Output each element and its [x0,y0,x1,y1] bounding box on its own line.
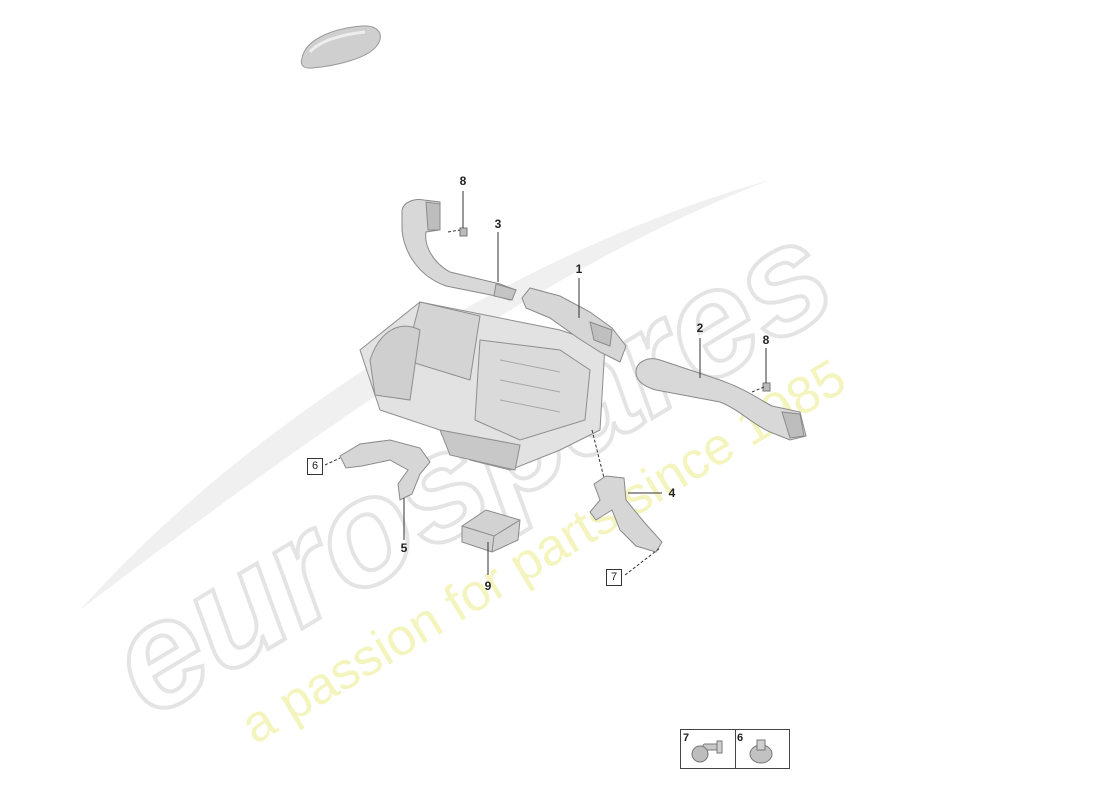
reference-box-6: 6 [307,458,323,475]
air-duct-part-3 [401,199,517,301]
callout-2: 2 [696,321,704,335]
callout-4: 4 [668,486,676,500]
bolt-clip-icon [691,740,723,763]
air-duct-part-4 [589,475,663,553]
legend-cell-7: 7 [681,730,736,768]
legend-number: 6 [737,732,744,744]
fastener-legend: 7 6 [680,729,790,769]
leader-lines [324,191,767,576]
vehicle-icon [300,25,381,69]
air-duct-part-2 [635,358,807,441]
control-module-part-9 [461,509,521,553]
legend-number: 7 [683,732,690,744]
push-nut-icon [749,739,773,764]
heater-unit-part [359,301,606,471]
callout-8-right: 8 [762,333,770,347]
air-duct-part-1 [521,287,627,363]
callout-8-upper: 8 [459,174,467,188]
callout-3: 3 [494,217,502,231]
legend-cell-6: 6 [735,730,789,768]
reference-box-7: 7 [606,569,622,586]
callout-9: 9 [484,579,492,593]
callout-1: 1 [575,262,583,276]
air-duct-part-5 [339,439,431,501]
callout-5: 5 [400,541,408,555]
